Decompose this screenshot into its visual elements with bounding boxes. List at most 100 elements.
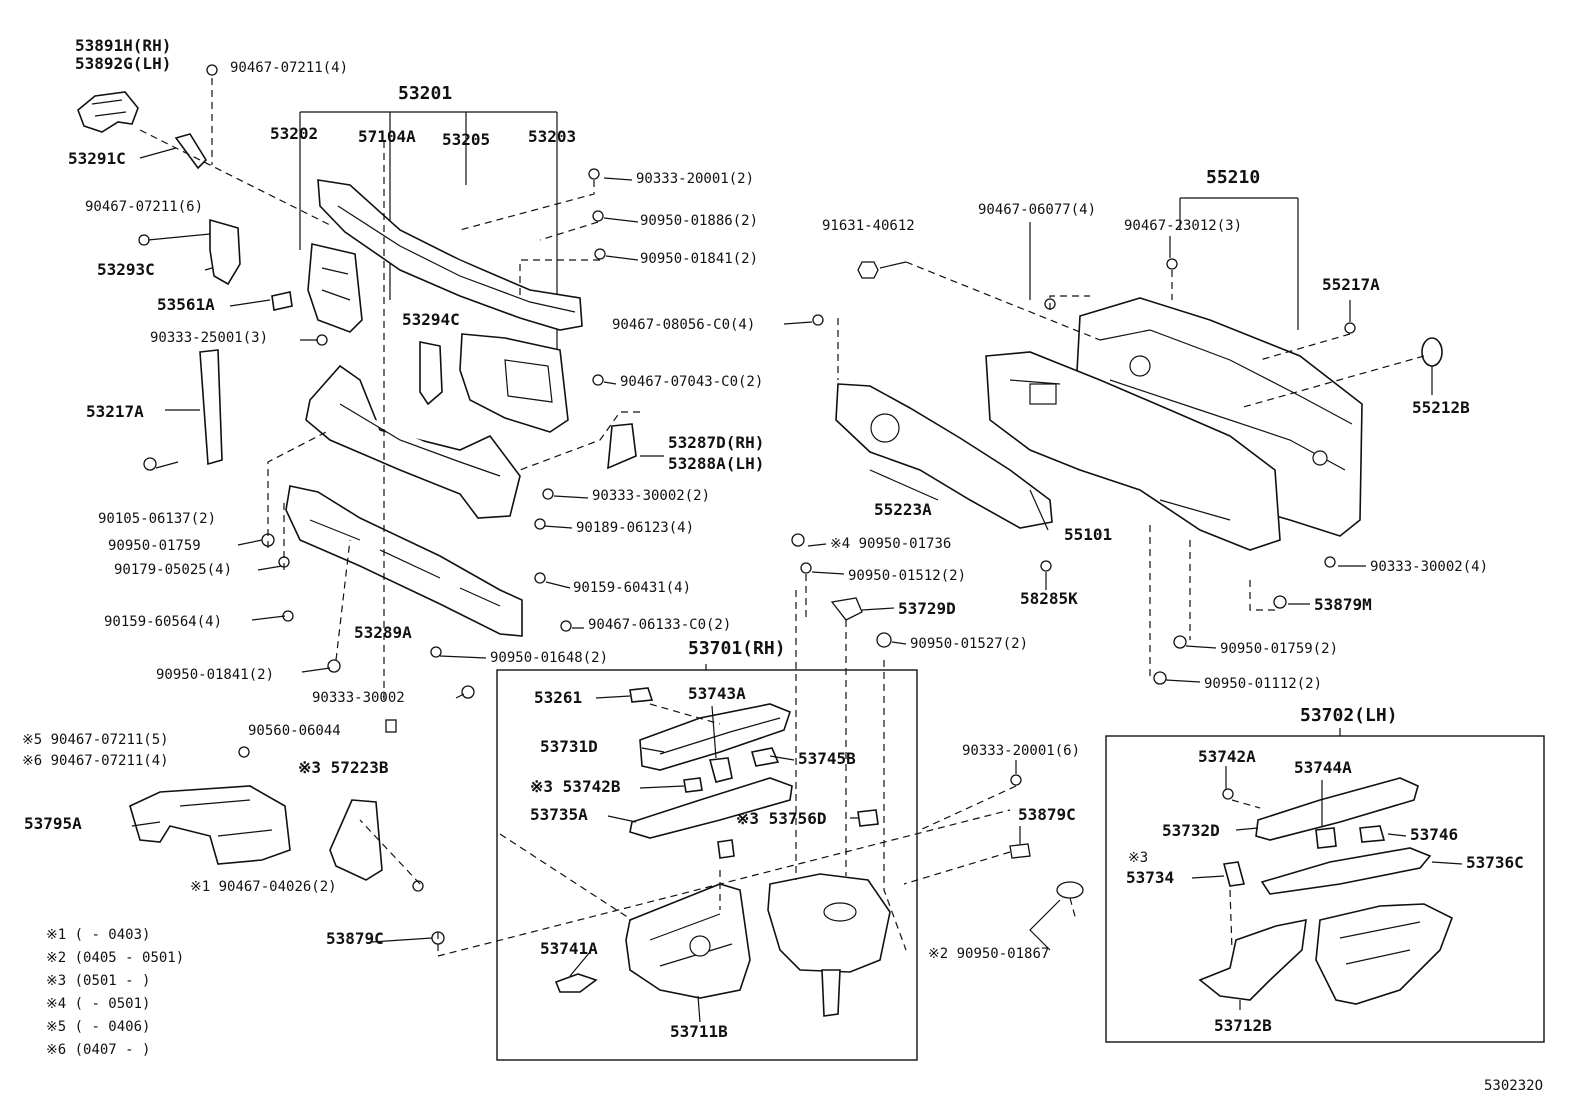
label-53202: 53202	[270, 124, 318, 143]
label-53289A: 53289A	[354, 623, 412, 642]
label-53736C: 53736C	[1466, 853, 1524, 872]
part-53734-clip	[1222, 861, 1246, 887]
part-53756D-clip	[717, 809, 879, 859]
label-53294C: 53294C	[402, 310, 460, 329]
label-90467-07211-6: 90467-07211(6)	[85, 199, 203, 215]
part-53293C-bracket	[209, 218, 241, 286]
label-53879M: 53879M	[1314, 595, 1372, 614]
group-53702-box: 53702(LH)	[1105, 705, 1545, 1043]
label-55101: 55101	[1064, 525, 1112, 544]
part-53261-clip	[629, 687, 654, 703]
part-53891H-bracket	[77, 91, 139, 133]
label-53879C-left: 53879C	[326, 929, 384, 948]
note-2: ※2 (0405 - 0501)	[46, 950, 184, 966]
label-90950-01841-2-a: 90950-01841(2)	[640, 251, 758, 267]
label-91631-40612: 91631-40612	[822, 218, 915, 234]
note-5: ※5 ( - 0406)	[46, 1019, 150, 1035]
label-90467-07043: 90467-07043-C0(2)	[620, 374, 763, 390]
part-53729D-suspension-tower	[767, 873, 891, 1017]
part-53732D-rail	[1255, 777, 1419, 841]
label-90950-01648-2: 90950-01648(2)	[490, 650, 608, 666]
label-90950-01759-2: 90950-01759(2)	[1220, 641, 1338, 657]
label-53293C: 53293C	[97, 260, 155, 279]
label-53712B: 53712B	[1214, 1016, 1272, 1035]
part-53294C-bracket	[419, 341, 443, 406]
label-90333-20001-2: 90333-20001(2)	[636, 171, 754, 187]
label-53261: 53261	[534, 688, 582, 707]
label-90467-06077-4: 90467-06077(4)	[978, 202, 1096, 218]
label-90950-01512-2: 90950-01512(2)	[848, 568, 966, 584]
clip-90467-07211-4	[139, 64, 331, 226]
label-90467-08056: 90467-08056-C0(4)	[612, 317, 755, 333]
part-53287D-bracket	[607, 423, 637, 470]
note-3: ※3 (0501 - )	[46, 973, 150, 989]
label-90159-60564-4: 90159-60564(4)	[104, 614, 222, 630]
label-55223A: 55223A	[874, 500, 932, 519]
label-53711B: 53711B	[670, 1022, 728, 1041]
label-53291C: 53291C	[68, 149, 126, 168]
label-90950-01527-2: 90950-01527(2)	[910, 636, 1028, 652]
part-53561A-clip	[271, 291, 293, 311]
part-lower-support	[305, 364, 521, 519]
label-53742A: 53742A	[1198, 747, 1256, 766]
leader-lines-53701	[499, 590, 907, 1023]
part-53741A-bracket	[554, 973, 598, 993]
part-53743A-bracket	[708, 757, 733, 783]
label-90467-07211-4: 90467-07211(4)	[230, 60, 348, 76]
leader-lines-right	[805, 222, 1433, 683]
label-53731D: 53731D	[540, 737, 598, 756]
part-53742A-clip	[1222, 788, 1234, 800]
part-53745B-bracket	[750, 747, 780, 767]
label-53561A: 53561A	[157, 295, 215, 314]
group-55210-bracket: 55210	[1179, 167, 1299, 330]
label-90467-07211-5: ※5 90467-07211(5)	[22, 732, 169, 748]
label-90333-20001-6: 90333-20001(6)	[962, 743, 1080, 759]
part-53742B-clip	[683, 777, 703, 793]
fasteners-lh-box	[1009, 774, 1084, 899]
label-53732D: 53732D	[1162, 821, 1220, 840]
label-53205: 53205	[442, 130, 490, 149]
label-90950-01886-2: 90950-01886(2)	[640, 213, 758, 229]
part-53203-side-panel	[459, 333, 569, 433]
label-53287D: 53287D(RH)	[668, 433, 764, 452]
note-1: ※1 ( - 0403)	[46, 927, 150, 943]
label-90950-01736: ※4 90950-01736	[830, 536, 951, 552]
label-53729D: 53729D	[898, 599, 956, 618]
part-53202-side-panel	[307, 243, 363, 333]
part-53795A-cover	[129, 785, 291, 865]
leader-lines-left	[131, 140, 1011, 957]
part-53736C-rail	[1260, 847, 1432, 895]
label-90950-01841-2-b: 90950-01841(2)	[156, 667, 274, 683]
part-53289A-under-cover	[285, 485, 523, 637]
label-53217A-left: 53217A	[86, 402, 144, 421]
part-53711B-apron	[625, 883, 751, 999]
label-57104A: 57104A	[358, 127, 416, 146]
label-90105-06137-2: 90105-06137(2)	[98, 511, 216, 527]
label-90560-06044: 90560-06044	[248, 723, 341, 739]
label-90179-05025-4: 90179-05025(4)	[114, 562, 232, 578]
note-4: ※4 ( - 0501)	[46, 996, 150, 1012]
label-55217A: 55217A	[1322, 275, 1380, 294]
label-53203: 53203	[528, 127, 576, 146]
part-53735A-rail	[629, 777, 793, 839]
label-90333-25001-3: 90333-25001(3)	[150, 330, 268, 346]
notes-block: ※1 ( - 0403) ※2 (0405 - 0501) ※3 (0501 -…	[46, 927, 184, 1058]
part-53746-bracket	[1359, 825, 1386, 843]
label-90467-04026-2: ※1 90467-04026(2)	[190, 879, 337, 895]
part-55212B-plug	[1421, 337, 1443, 367]
label-53742B: ※3 53742B	[530, 777, 621, 796]
label-90159-60431-4: 90159-60431(4)	[573, 580, 691, 596]
label-90950-01112-2: 90950-01112(2)	[1204, 676, 1322, 692]
part-53217A-brace-left	[199, 349, 223, 466]
figure-code: 530232O	[1484, 1078, 1543, 1094]
label-90189-06123-4: 90189-06123(4)	[576, 520, 694, 536]
label-53734: 53734	[1126, 868, 1174, 887]
label-90467-07211-4-b: ※6 90467-07211(4)	[22, 753, 169, 769]
label-90333-30002-2: 90333-30002(2)	[592, 488, 710, 504]
label-53795A: 53795A	[24, 814, 82, 833]
label-90333-30002-4: 90333-30002(4)	[1370, 559, 1488, 575]
group-53201-label: 53201	[398, 83, 452, 104]
label-53746: 53746	[1410, 825, 1458, 844]
label-53892G: 53892G(LH)	[75, 54, 171, 73]
